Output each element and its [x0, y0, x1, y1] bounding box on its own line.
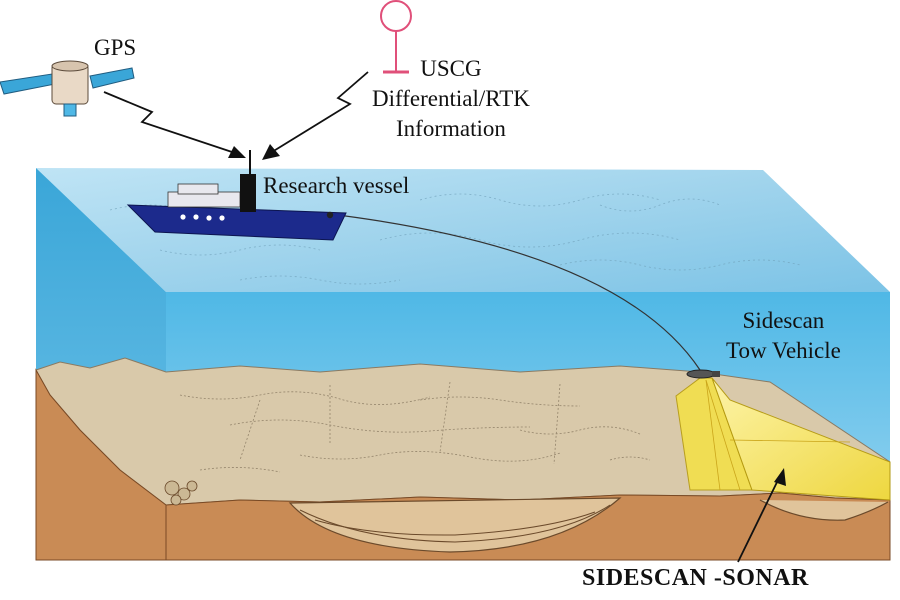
uscg-label-line3: Information [396, 116, 506, 141]
tow-cable [329, 213, 701, 371]
uscg-label: USCG Differential/RTK Information [372, 54, 530, 144]
channel-layers [299, 504, 611, 543]
buried-lens [759, 499, 889, 521]
uscg-signal-arrow [271, 71, 369, 153]
buried-channel [288, 497, 622, 553]
tow-vehicle-label-line1: Sidescan [742, 308, 825, 333]
uscg-beacon-icon [380, 0, 412, 74]
uscg-label-line1: USCG [420, 56, 482, 81]
tow-vehicle-label: Sidescan Tow Vehicle [726, 306, 841, 366]
gps-signal-arrow [103, 91, 233, 153]
sidescan-sonar-label: SIDESCAN -SONAR [582, 565, 809, 591]
research-vessel [126, 150, 347, 241]
sonar-pointer-head [774, 468, 786, 486]
tow-vehicle [686, 369, 720, 379]
uscg-arrow-head [262, 144, 280, 160]
seafloor-texture [179, 381, 651, 473]
sonar-swath-lines [705, 379, 851, 491]
gps-arrow-head [228, 146, 246, 158]
sonar-swath-starboard [711, 377, 891, 501]
sediment-left-face [35, 368, 167, 561]
sonar-pointer [737, 475, 781, 563]
gps-label: GPS [94, 35, 137, 60]
tow-vehicle-label-line2: Tow Vehicle [726, 338, 841, 363]
gps-satellite-icon [0, 60, 135, 117]
uscg-label-line2: Differential/RTK [372, 86, 530, 111]
boulders [164, 480, 198, 506]
research-vessel-label: Research vessel [263, 173, 410, 198]
sonar-swath-port [675, 377, 753, 491]
